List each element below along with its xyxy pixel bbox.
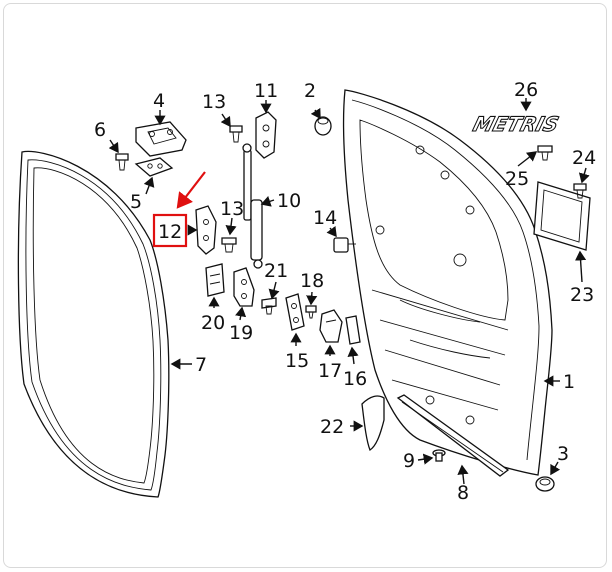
- plug-part: [314, 116, 332, 136]
- callout-9: 9: [403, 450, 415, 472]
- highlight-box: [152, 213, 188, 248]
- latch-cover-part: [205, 263, 225, 297]
- callout-14: 14: [313, 207, 337, 229]
- striker-plate-part: [285, 293, 305, 331]
- hinge-bolt-part: [115, 153, 129, 171]
- pull-strap-part: [361, 395, 385, 451]
- hinge-part: [135, 121, 187, 157]
- callout-1: 1: [563, 371, 575, 393]
- callout-20: 20: [201, 312, 225, 334]
- callout-6: 6: [94, 119, 106, 141]
- metris-emblem-part: METRIS: [470, 112, 562, 137]
- upper-bracket-part: [255, 111, 277, 159]
- callout-12: 12: [158, 221, 182, 243]
- callout-16: 16: [343, 368, 367, 390]
- callout-26: 26: [514, 79, 538, 101]
- screw-18-part: [305, 305, 317, 319]
- callout-11: 11: [254, 80, 278, 102]
- diagram-frame: [3, 3, 607, 568]
- latch-part: [319, 309, 343, 343]
- metris-emblem-text: METRIS: [471, 112, 562, 136]
- hinge-plate-part: [134, 157, 174, 177]
- latch-bracket-part: [233, 267, 255, 307]
- callout-18: 18: [300, 270, 324, 292]
- leader-lines: [108, 98, 590, 485]
- callout-22: 22: [320, 416, 344, 438]
- callout-labels: 1 2 3 4 5 6 7 8 9 10 11 12 13 13 14 15 1…: [94, 79, 596, 504]
- callout-5: 5: [130, 191, 142, 213]
- check-strap-bracket-part: [195, 205, 217, 255]
- callout-4: 4: [153, 90, 165, 112]
- callout-8: 8: [457, 482, 469, 504]
- callout-25: 25: [505, 168, 529, 190]
- rear-door-shell-part: [342, 89, 553, 476]
- callout-21: 21: [264, 260, 288, 282]
- weatherstrip-seal-part: [17, 150, 170, 498]
- lower-trim-strip-part: [396, 394, 510, 477]
- callout-15: 15: [285, 350, 309, 372]
- plate-bracket-part: [533, 181, 591, 251]
- callout-24: 24: [572, 147, 596, 169]
- callout-7: 7: [195, 354, 207, 376]
- bolt-21-part: [261, 297, 277, 315]
- connector-part: [333, 237, 356, 253]
- callout-3: 3: [557, 443, 569, 465]
- bolt-lower-part: [221, 237, 237, 253]
- callout-13-upper: 13: [202, 91, 226, 113]
- cover-16-part: [345, 315, 361, 345]
- screw-25-part: [537, 145, 553, 161]
- callout-23: 23: [570, 284, 594, 306]
- callout-17: 17: [318, 360, 342, 382]
- bolt-upper-part: [229, 125, 243, 143]
- callout-19: 19: [229, 322, 253, 344]
- callout-13-lower: 13: [220, 198, 244, 220]
- gas-strut-part: [242, 143, 263, 269]
- callout-10: 10: [277, 190, 301, 212]
- bumper-stop-part: [535, 476, 555, 492]
- callout-2: 2: [304, 80, 316, 102]
- highlight-annotation: [152, 171, 206, 248]
- screw-24-part: [573, 183, 587, 199]
- clip-part: [432, 449, 446, 462]
